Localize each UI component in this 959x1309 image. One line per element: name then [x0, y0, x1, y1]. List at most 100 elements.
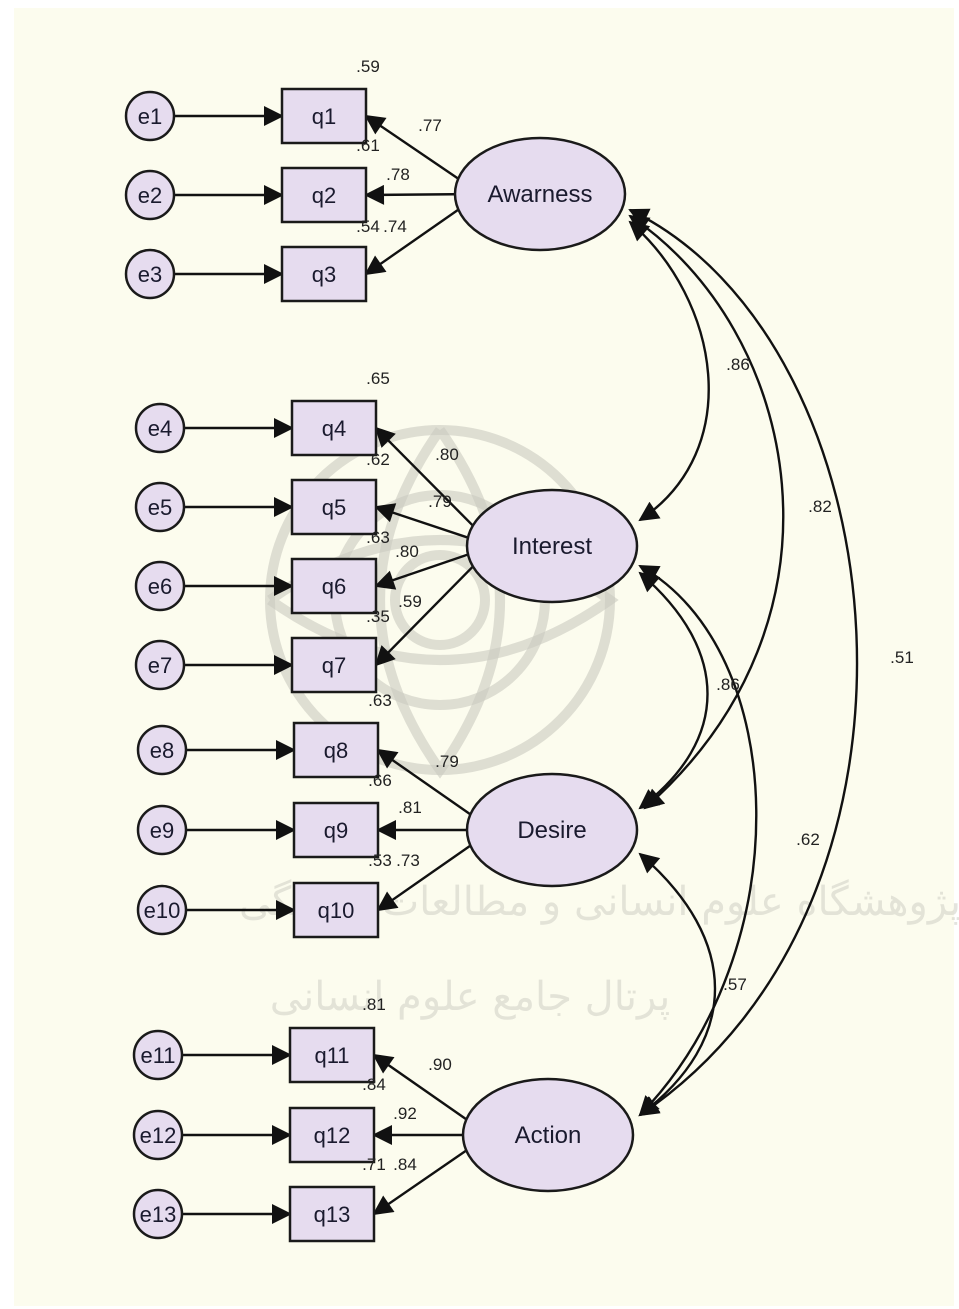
item-box	[280, 245, 368, 303]
loading-label-q13: .84	[393, 1155, 417, 1174]
correlation-label-awareness-desire: .82	[808, 497, 832, 516]
edges-layer	[174, 106, 859, 1224]
latent-node-awareness[interactable]: Awarness	[453, 136, 627, 252]
error-label: e7	[148, 653, 172, 678]
loading-path-q8	[376, 748, 480, 822]
latent-ellipse	[465, 772, 639, 888]
loading-label-q8: .79	[435, 752, 459, 771]
item-box	[288, 1026, 376, 1084]
error-node-e3[interactable]: e3	[124, 248, 176, 300]
loading-label-q1: .77	[418, 116, 442, 135]
item-node-q1[interactable]: q1	[280, 87, 368, 145]
loading-label-q10: .73	[396, 851, 420, 870]
item-node-q3[interactable]: q3	[280, 245, 368, 303]
latent-ellipse	[465, 488, 639, 604]
loading-path-q7	[374, 559, 480, 667]
error-node-e9[interactable]: e9	[136, 804, 188, 856]
error-node-e4[interactable]: e4	[134, 402, 186, 454]
correlation-label-awareness-interest: .86	[726, 355, 750, 374]
error-circle	[136, 724, 188, 776]
error-node-e6[interactable]: e6	[134, 560, 186, 612]
error-circle	[124, 169, 176, 221]
covariance-awareness-action	[628, 208, 859, 1117]
loading-path-q4	[374, 426, 480, 533]
error-label: e6	[148, 574, 172, 599]
latent-node-interest[interactable]: Interest	[465, 488, 639, 604]
latent-node-desire[interactable]: Desire	[465, 772, 639, 888]
error-circle	[132, 1029, 184, 1081]
item-label: q2	[312, 183, 336, 208]
error-node-e1[interactable]: e1	[124, 90, 176, 142]
watermark-text-2: پرتال جامع علوم انسانی	[270, 974, 671, 1020]
error-circle	[132, 1109, 184, 1161]
correlation-label-awareness-action: .51	[890, 648, 914, 667]
item-node-q8[interactable]: q8	[292, 721, 380, 779]
error-node-e5[interactable]: e5	[134, 481, 186, 533]
r-squared-label-q7: .35	[366, 607, 390, 626]
item-label: q8	[324, 738, 348, 763]
error-node-e2[interactable]: e2	[124, 169, 176, 221]
item-node-q4[interactable]: q4	[290, 399, 378, 457]
loading-path-q11	[372, 1053, 476, 1127]
latent-label: Interest	[512, 533, 592, 560]
loading-label-q11: .90	[428, 1055, 452, 1074]
latent-node-action[interactable]: Action	[461, 1077, 635, 1193]
r-squared-label-q13: .71	[362, 1155, 386, 1174]
item-label: q6	[322, 574, 346, 599]
item-label: q11	[314, 1043, 349, 1068]
item-box	[280, 87, 368, 145]
latent-label: Desire	[517, 817, 586, 844]
latent-label: Awarness	[488, 181, 593, 208]
correlation-label-interest-action: .62	[796, 830, 820, 849]
loading-path-q13	[372, 1143, 476, 1216]
item-box	[280, 166, 368, 224]
r-squared-label-q2: .61	[356, 136, 380, 155]
item-box	[290, 636, 378, 694]
latent-ellipse	[461, 1077, 635, 1193]
covariance-interest-action	[638, 564, 758, 1117]
item-node-q11[interactable]: q11	[288, 1026, 376, 1084]
correlation-label-interest-desire: .86	[716, 675, 740, 694]
error-circle	[134, 402, 186, 454]
loading-path-q10	[376, 838, 480, 912]
loading-path-q3	[364, 202, 468, 276]
error-circle	[124, 248, 176, 300]
error-node-e11[interactable]: e11	[132, 1029, 184, 1081]
item-node-q9[interactable]: q9	[292, 801, 380, 859]
r-squared-label-q1: .59	[356, 57, 380, 76]
item-node-q6[interactable]: q6	[290, 557, 378, 615]
loading-label-q6: .80	[395, 542, 419, 561]
error-label: e11	[140, 1043, 175, 1068]
item-node-q13[interactable]: q13	[288, 1185, 376, 1243]
error-circle	[134, 560, 186, 612]
error-node-e12[interactable]: e12	[132, 1109, 184, 1161]
item-box	[290, 478, 378, 536]
error-node-e13[interactable]: e13	[132, 1188, 184, 1240]
item-node-q10[interactable]: q10	[292, 881, 380, 939]
error-label: e10	[144, 898, 181, 923]
error-node-e7[interactable]: e7	[134, 639, 186, 691]
error-circle	[124, 90, 176, 142]
loading-label-q7: .59	[398, 592, 422, 611]
item-box	[292, 721, 380, 779]
error-node-e10[interactable]: e10	[136, 884, 188, 936]
error-circle	[132, 1188, 184, 1240]
latent-ellipse	[453, 136, 627, 252]
error-circle	[136, 804, 188, 856]
covariance-interest-desire	[638, 571, 709, 810]
loading-label-q9: .81	[398, 798, 422, 817]
error-label: e4	[148, 416, 172, 441]
loading-label-q3: .74	[383, 217, 407, 236]
item-node-q12[interactable]: q12	[288, 1106, 376, 1164]
item-node-q7[interactable]: q7	[290, 636, 378, 694]
r-squared-label-q12: .84	[362, 1075, 386, 1094]
item-node-q5[interactable]: q5	[290, 478, 378, 536]
error-label: e5	[148, 495, 172, 520]
item-box	[288, 1185, 376, 1243]
item-node-q2[interactable]: q2	[280, 166, 368, 224]
error-node-e8[interactable]: e8	[136, 724, 188, 776]
r-squared-label-q10: .53	[368, 851, 392, 870]
item-label: q13	[314, 1202, 351, 1227]
loading-path-q1	[364, 114, 468, 186]
loading-label-q12: .92	[393, 1104, 417, 1123]
